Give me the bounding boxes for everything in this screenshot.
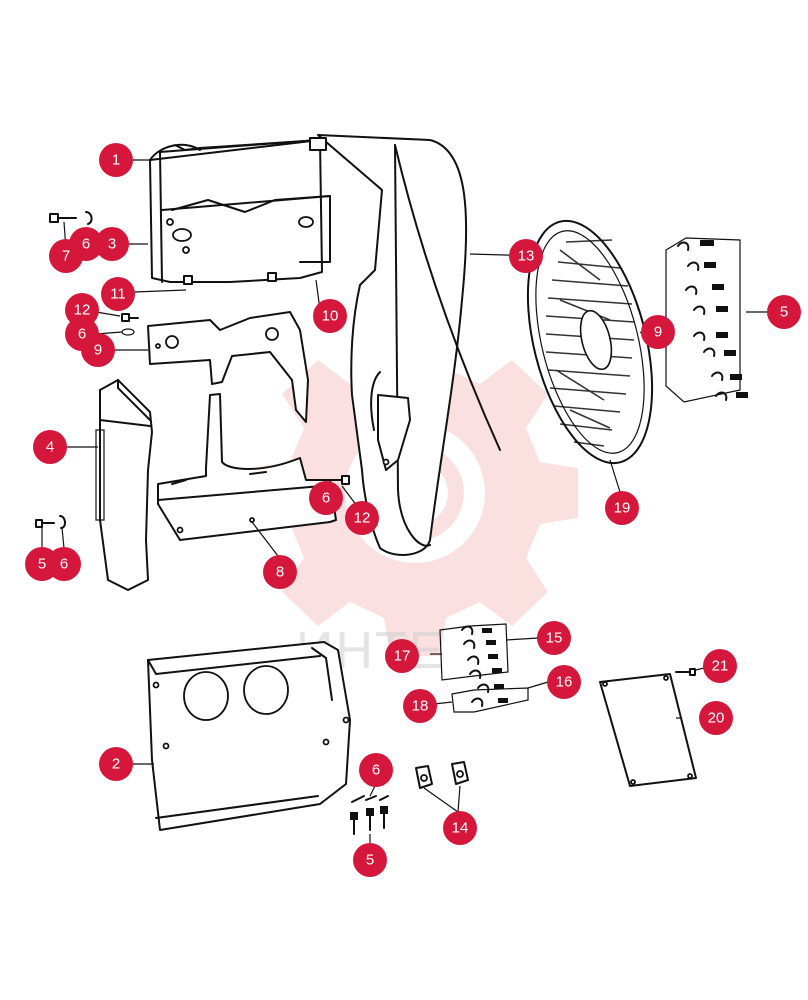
callout-6-lower-left[interactable]: 6 [47,547,81,581]
bolt-washer-group-16 [451,683,529,713]
svg-text:10: 10 [322,308,339,325]
bolt-washer-group-bottom [350,795,389,835]
callout-1[interactable]: 1 [99,143,133,177]
svg-text:16: 16 [556,674,573,691]
callout-18[interactable]: 18 [403,689,437,723]
washer-icon [85,211,93,225]
callout-11[interactable]: 11 [101,277,135,311]
part-2-front-panel [147,641,351,831]
svg-text:9: 9 [94,342,102,359]
callout-5-bottom[interactable]: 5 [353,843,387,877]
svg-text:6: 6 [78,326,86,343]
part-19-fan-screen [526,219,654,465]
svg-text:6: 6 [60,556,68,573]
callout-20[interactable]: 20 [699,701,733,735]
callout-12-bracket[interactable]: 12 [65,293,99,327]
bolt-icon [321,475,350,485]
callout-2[interactable]: 2 [99,747,133,781]
callout-21[interactable]: 21 [703,649,737,683]
part-20-plate [599,673,697,787]
callout-6-bottom[interactable]: 6 [359,753,393,787]
callout-6-lower-bracket[interactable]: 6 [309,481,343,515]
svg-text:5: 5 [38,556,46,573]
svg-text:4: 4 [46,439,54,456]
callout-15[interactable]: 15 [537,621,571,655]
svg-text:3: 3 [108,236,116,253]
callout-3[interactable]: 3 [95,227,129,261]
svg-text:20: 20 [708,710,725,727]
svg-text:9: 9 [654,324,662,341]
washer-icon [121,328,135,336]
bolt-washer-column [665,237,748,403]
callout-19[interactable]: 19 [605,491,639,525]
callout-9-left[interactable]: 9 [81,333,115,367]
svg-text:7: 7 [62,248,70,265]
bolt-washer-group-15 [439,623,509,681]
part-1-3-top-cover [149,137,331,285]
washer-icon [59,515,66,529]
svg-text:12: 12 [74,302,91,319]
callout-4[interactable]: 4 [33,430,67,464]
svg-text:21: 21 [712,658,729,675]
svg-text:15: 15 [546,630,563,647]
callout-5-right[interactable]: 5 [767,295,801,329]
callout-8[interactable]: 8 [263,555,297,589]
callout-10[interactable]: 10 [313,299,347,333]
svg-text:6: 6 [82,236,90,253]
part-4-side-panel [95,379,153,591]
svg-text:12: 12 [354,510,371,527]
screw-icon [675,668,696,676]
svg-text:6: 6 [372,762,380,779]
svg-text:6: 6 [322,490,330,507]
callout-13[interactable]: 13 [509,239,543,273]
bolt-icon [49,213,77,223]
fasteners [35,211,748,835]
svg-text:19: 19 [614,500,631,517]
callout-16[interactable]: 16 [547,665,581,699]
svg-text:2: 2 [112,756,120,773]
svg-text:13: 13 [518,248,535,265]
svg-text:8: 8 [276,564,284,581]
part-9-bracket [147,311,309,423]
bolt-icon [121,313,139,322]
svg-text:5: 5 [780,304,788,321]
part-14-clips [415,761,469,789]
callout-9-right[interactable]: 9 [641,315,675,349]
bolt-icon [35,519,55,528]
callout-17[interactable]: 17 [385,639,419,673]
svg-text:5: 5 [366,852,374,869]
callout-14[interactable]: 14 [443,811,477,845]
callout-7[interactable]: 7 [49,239,83,273]
part-13-side-housing [317,134,501,556]
svg-text:17: 17 [394,648,411,665]
svg-text:14: 14 [452,820,469,837]
callout-12-lower[interactable]: 12 [345,501,379,535]
svg-text:1: 1 [112,152,120,169]
callouts: 1 2 3 4 5 5 5 6 6 6 6 6 7 8 9 9 10 11 12… [25,143,801,877]
svg-text:11: 11 [110,286,126,303]
svg-text:18: 18 [412,698,429,715]
